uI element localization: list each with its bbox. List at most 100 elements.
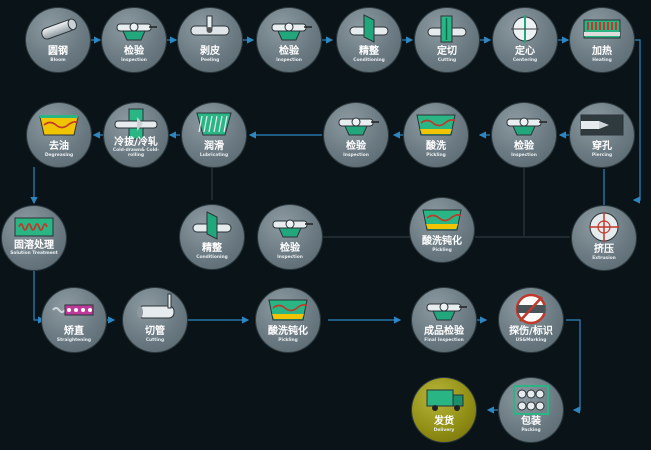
- step-label: 检验: [280, 243, 300, 254]
- step-label: 切管: [145, 326, 165, 337]
- step-label: 冷拔/冷轧: [114, 137, 158, 148]
- step-label: 包装: [521, 416, 541, 427]
- step-label: 加热: [592, 46, 612, 57]
- pickling-icon: [422, 209, 462, 231]
- conditioning-icon: [349, 14, 389, 43]
- extrusion-icon: [589, 212, 619, 242]
- step-english-label: Conditioning: [353, 58, 385, 63]
- step-label: 检验: [124, 46, 144, 57]
- step-label: 定切: [437, 46, 457, 57]
- inspection-icon: [338, 117, 379, 136]
- step-english-label: Inspection: [121, 58, 147, 63]
- cutting-pipe-icon: [137, 293, 175, 319]
- centering-icon: [511, 15, 539, 43]
- step-label: 去油: [49, 141, 69, 152]
- step-label: 酸洗钝化: [268, 326, 308, 337]
- step-english-label: Solution Treatment: [10, 251, 58, 256]
- inspection-icon: [116, 22, 157, 41]
- step-english-label: Piercing: [591, 153, 613, 158]
- heating-icon: [583, 19, 621, 39]
- step-label: 挤压: [594, 244, 614, 255]
- connector-heating-piercing: [632, 39, 641, 204]
- step-english-label: Final Inspection: [424, 338, 464, 343]
- step-english-label: Pickling: [278, 338, 298, 343]
- step-label: 发货: [434, 416, 454, 427]
- step-english-label: Inspection: [343, 153, 369, 158]
- step-label: 精整: [202, 243, 222, 254]
- bloom-icon: [41, 18, 77, 40]
- cutting-icon: [427, 15, 467, 43]
- marking-icon: [515, 293, 547, 325]
- step-english-label: Inspection: [276, 58, 302, 63]
- step-label: 固溶处理: [14, 240, 54, 251]
- step-english-label: Extrusion: [592, 256, 616, 261]
- step-label: 矫直: [64, 326, 84, 337]
- step-label: 酸洗: [426, 141, 446, 152]
- pickling-icon: [268, 299, 308, 321]
- step-label: 圆钢: [48, 46, 68, 57]
- inspection-icon: [506, 117, 547, 136]
- step-english-label: Cutting: [145, 338, 165, 343]
- step-label: 检验: [514, 141, 534, 152]
- packing-icon: [513, 385, 549, 415]
- step-english-label: Bloom: [50, 58, 66, 63]
- peeling-icon: [190, 15, 230, 36]
- step-label: 检验: [279, 46, 299, 57]
- step-english-label: Cutting: [437, 58, 457, 63]
- cold-drawn-icon: [114, 108, 158, 140]
- pickling-icon: [416, 114, 456, 136]
- step-label: 定心: [515, 46, 535, 57]
- step-english-label: Pickling: [432, 248, 452, 253]
- connector-solution-straightening: [33, 270, 46, 324]
- step-english-label: Inspection: [511, 153, 537, 158]
- step-label: 穿孔: [592, 141, 612, 152]
- step-label: 成品检验: [424, 326, 464, 337]
- step-label: 酸洗钝化: [422, 236, 462, 247]
- inspection-icon: [426, 302, 467, 321]
- step-label: 检验: [346, 141, 366, 152]
- step-label: 剥皮: [200, 46, 220, 57]
- step-english-label: Heating: [592, 58, 612, 63]
- step-english-label: Inspection: [277, 255, 303, 260]
- step-english-label: Packing: [521, 428, 541, 433]
- step-english-label: Cold-drawn& Cold-rolling: [112, 148, 160, 158]
- delivery-icon: [426, 389, 464, 411]
- step-english-label: Degreasing: [44, 153, 74, 158]
- step-english-label: Straightening: [56, 338, 92, 343]
- step-english-label: Delivery: [433, 428, 455, 433]
- inspection-icon: [272, 219, 313, 238]
- degreasing-icon: [39, 115, 79, 136]
- piercing-icon: [580, 114, 624, 136]
- straightening-icon: [52, 304, 94, 316]
- lubricating-icon: [196, 112, 232, 136]
- conditioning-icon: [192, 211, 232, 240]
- step-label: 精整: [359, 46, 379, 57]
- step-english-label: Pickling: [426, 153, 446, 158]
- step-label: 探伤/标识: [509, 326, 553, 337]
- step-label: 润滑: [204, 141, 224, 152]
